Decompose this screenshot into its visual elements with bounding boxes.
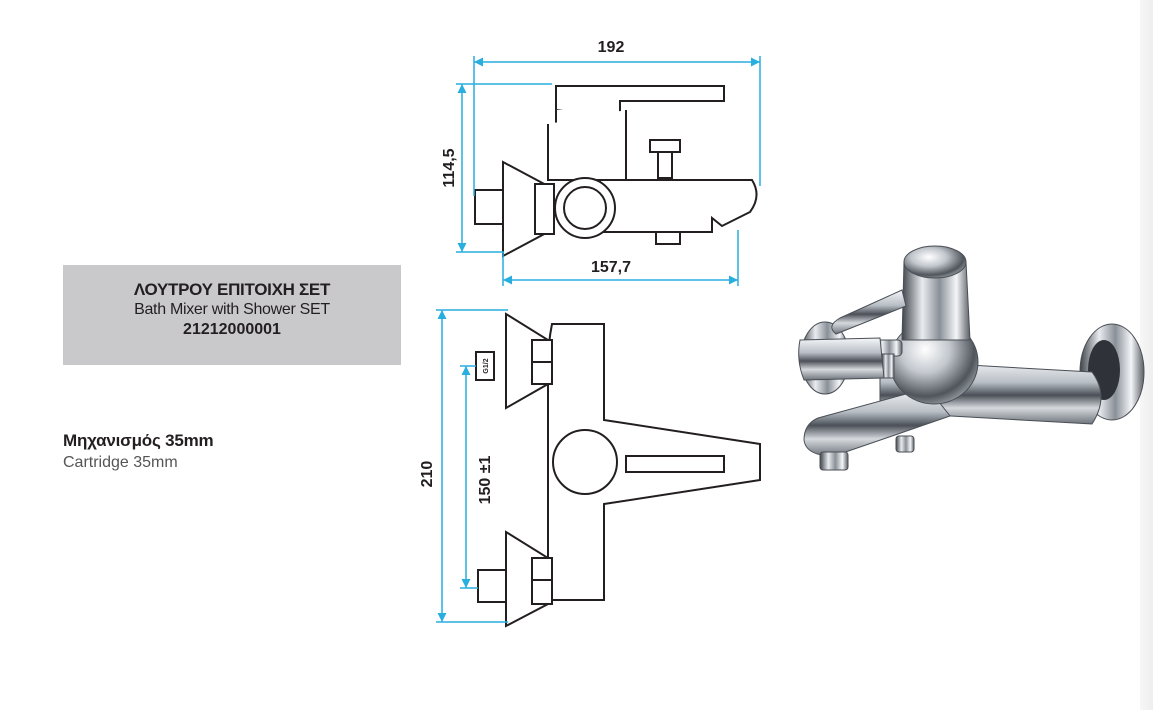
- cartridge-label-english: Cartridge 35mm: [63, 454, 178, 471]
- dimension-center-distance: 150 ±1: [477, 455, 494, 504]
- dimension-total-height: 210: [419, 461, 436, 488]
- connection-size-label: G1/2: [483, 358, 490, 373]
- page-edge-strip: [1140, 0, 1153, 710]
- side-view-drawing: [474, 85, 758, 258]
- dimension-width-top: 192: [598, 39, 625, 56]
- dimension-body-width: 157,7: [591, 259, 631, 276]
- cartridge-info: Μηχανισμός 35mm Cartridge 35mm: [63, 430, 214, 474]
- dimension-height-side: 114,5: [441, 148, 458, 187]
- dimension-lines-side: [456, 56, 761, 286]
- product-title-greek: ΛΟΥΤΡΟΥ ΕΠΙΤΟΙΧΗ ΣΕΤ: [133, 280, 331, 299]
- front-view-drawing: [475, 312, 761, 628]
- product-title-box: ΛΟΥΤΡΟΥ ΕΠΙΤΟΙΧΗ ΣΕΤ Bath Mixer with Sho…: [63, 265, 401, 365]
- product-title-english: Bath Mixer with Shower SET: [134, 301, 330, 318]
- cartridge-label-greek: Μηχανισμός 35mm: [63, 431, 214, 450]
- dimension-lines-front: [436, 309, 508, 623]
- product-photo: [798, 245, 1145, 471]
- product-code: 21212000001: [183, 321, 281, 338]
